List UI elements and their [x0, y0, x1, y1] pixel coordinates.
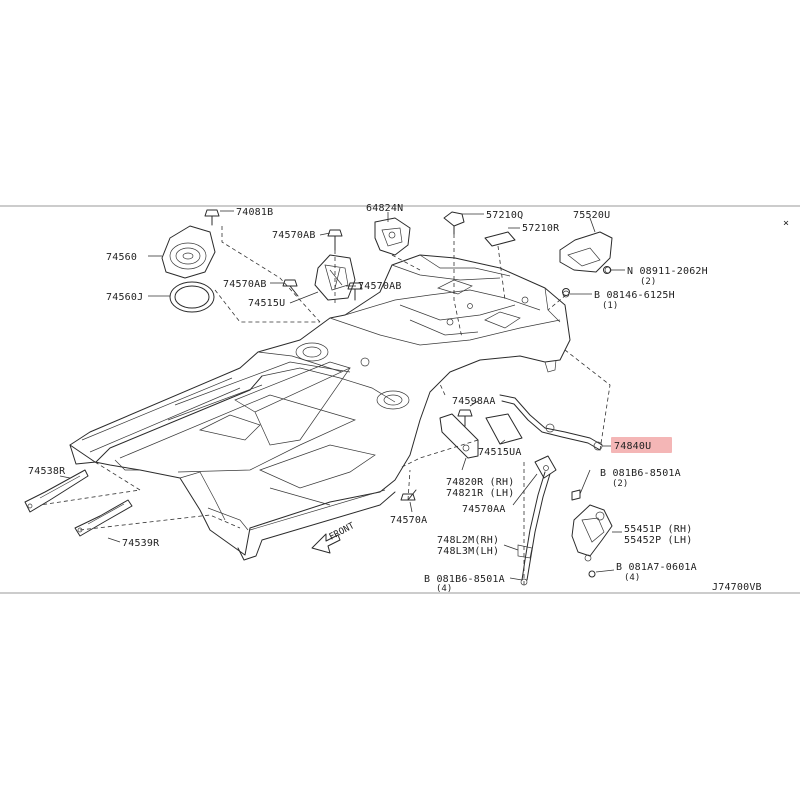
- part-74538R-member: [24, 469, 89, 513]
- part-74539R-member: [74, 499, 133, 537]
- label-74081B[interactable]: 74081B: [236, 207, 273, 218]
- assembly-dashed-lines: [39, 226, 611, 585]
- leader-lines: [59, 210, 625, 581]
- part-74598AA-bolt: [457, 409, 473, 427]
- floor-pan-assembly: [69, 254, 571, 561]
- close-icon[interactable]: ×: [783, 218, 789, 229]
- label-74515U[interactable]: 74515U: [248, 298, 285, 309]
- label-74539R[interactable]: 74539R: [122, 538, 160, 549]
- label-74820R[interactable]: 74820R (RH): [446, 477, 514, 488]
- label-748L3M[interactable]: 748L3M(LH): [437, 546, 499, 557]
- label-081B6-8501A-a[interactable]: B 081B6-8501A: [600, 468, 681, 479]
- label-74570AA[interactable]: 74570AA: [462, 504, 506, 515]
- label-08911-2062H[interactable]: N 08911-2062H: [627, 266, 708, 277]
- label-74570AB-top[interactable]: 74570AB: [272, 230, 316, 241]
- label-081A7-qty: (4): [624, 573, 640, 583]
- part-081B6-bolt: [571, 489, 581, 501]
- front-label: FRONT: [328, 521, 357, 543]
- label-081A7-0601A[interactable]: B 081A7-0601A: [616, 562, 697, 573]
- label-55451P[interactable]: 55451P (RH): [624, 524, 692, 535]
- part-75520U-bracket: [559, 231, 613, 298]
- label-74821R[interactable]: 74821R (LH): [446, 488, 514, 499]
- part-081A7-bolt: [588, 570, 596, 578]
- label-74538R[interactable]: 74538R: [28, 466, 66, 477]
- part-labels: 74081B 64824N 57210Q 57210R 75520U 74570…: [28, 203, 708, 594]
- diagram-code: J74700VB: [712, 582, 762, 593]
- part-57210Q-pad: [443, 211, 465, 235]
- label-081B6-b-qty: (4): [436, 584, 452, 594]
- label-55452P[interactable]: 55452P (LH): [624, 535, 692, 546]
- part-74515U-bracket: [314, 254, 356, 301]
- part-74560-plate: [161, 225, 216, 279]
- part-74570A-bolt: [400, 489, 417, 501]
- part-74820R-bracket: [439, 413, 479, 459]
- part-57210R-sheet: [484, 231, 516, 247]
- label-57210R[interactable]: 57210R: [522, 223, 560, 234]
- label-64824N[interactable]: 64824N: [366, 203, 403, 214]
- label-08146-qty: (1): [602, 301, 618, 311]
- part-74570AA-bracket: [534, 455, 557, 479]
- label-74570AB-right[interactable]: 74570AB: [358, 281, 402, 292]
- part-08911-nut: [603, 266, 611, 274]
- highlight-74840U: [611, 437, 672, 453]
- part-64824N-bracket: [374, 217, 411, 256]
- label-74560J[interactable]: 74560J: [106, 292, 143, 303]
- front-direction-arrow: FRONT: [311, 521, 357, 554]
- label-08146-6125H[interactable]: B 08146-6125H: [594, 290, 675, 301]
- label-75520U[interactable]: 75520U: [573, 210, 610, 221]
- label-081B6-a-qty: (2): [612, 479, 628, 489]
- part-74560J-ring: [169, 281, 215, 313]
- label-748L2M[interactable]: 748L2M(RH): [437, 535, 499, 546]
- part-74570AB-bolt: [282, 229, 363, 301]
- label-081B6-8501A-b[interactable]: B 081B6-8501A: [424, 574, 505, 585]
- label-74598AA[interactable]: 74598AA: [452, 396, 496, 407]
- part-55451P-bracket: [571, 504, 613, 562]
- label-08911-qty: (2): [640, 277, 656, 287]
- label-74515UA[interactable]: 74515UA: [478, 447, 522, 458]
- label-74570A[interactable]: 74570A: [390, 515, 427, 526]
- part-74515UA-plate: [485, 413, 523, 445]
- label-57210Q[interactable]: 57210Q: [486, 210, 523, 221]
- label-74560[interactable]: 74560: [106, 252, 137, 263]
- label-74570AB-left[interactable]: 74570AB: [223, 279, 267, 290]
- part-74840U-strap: [499, 394, 603, 451]
- part-748L2M-rod: [517, 471, 551, 586]
- part-74081B-bolt: [204, 209, 220, 226]
- label-74840U[interactable]: 74840U: [614, 441, 651, 452]
